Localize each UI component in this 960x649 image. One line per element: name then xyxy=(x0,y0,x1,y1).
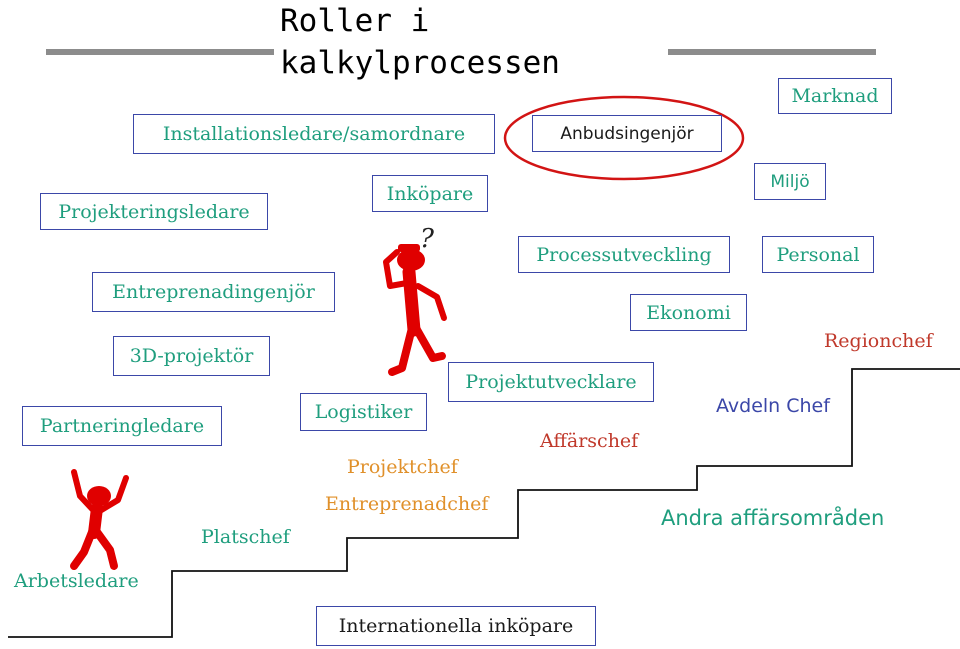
role-box-3d-projektor: 3D-projektör xyxy=(113,336,270,376)
header-bar-left xyxy=(46,49,274,55)
role-box-logistiker: Logistiker xyxy=(300,393,427,431)
highlight-ellipse xyxy=(503,95,745,181)
role-box-inkopare: Inköpare xyxy=(372,175,488,212)
page-title: Roller i kalkylprocessen xyxy=(280,3,560,81)
staircase xyxy=(8,368,960,638)
role-box-miljo: Miljö xyxy=(754,163,826,200)
role-box-installationsledare: Installationsledare/samordnare xyxy=(133,114,495,154)
role-box-personal: Personal xyxy=(762,236,874,273)
stair-label-affarschef: Affärschef xyxy=(540,430,639,452)
role-box-projektutvecklare: Projektutvecklare xyxy=(448,362,654,402)
role-box-entreprenadingenjor: Entreprenadingenjör xyxy=(92,272,335,312)
stair-label-avdeln-chef: Avdeln Chef xyxy=(716,395,830,417)
role-box-processutveckling: Processutveckling xyxy=(518,236,730,273)
jumping-figure-icon xyxy=(70,469,129,570)
role-box-ekonomi: Ekonomi xyxy=(630,294,747,331)
question-mark-text: ? xyxy=(420,224,434,254)
stair-label-andra-affarsomraden: Andra affärsområden xyxy=(661,506,885,530)
stair-label-platschef: Platschef xyxy=(201,526,290,548)
stair-label-projektchef: Projektchef xyxy=(347,456,458,478)
stair-label-regionchef: Regionchef xyxy=(824,330,933,352)
role-box-anbudsingenjor: Anbudsingenjör xyxy=(532,115,722,152)
role-box-projekteringsledare: Projekteringsledare xyxy=(40,193,268,230)
stair-label-arbetsledare: Arbetsledare xyxy=(14,570,139,592)
role-box-marknad: Marknad xyxy=(778,78,892,114)
header-bar-right xyxy=(668,49,876,55)
stair-label-entreprenadchef: Entreprenadchef xyxy=(325,493,489,515)
thinking-figure-icon xyxy=(383,244,447,376)
role-box-internationella-inkopare: Internationella inköpare xyxy=(316,606,596,646)
role-box-partneringledare: Partneringledare xyxy=(22,406,222,446)
